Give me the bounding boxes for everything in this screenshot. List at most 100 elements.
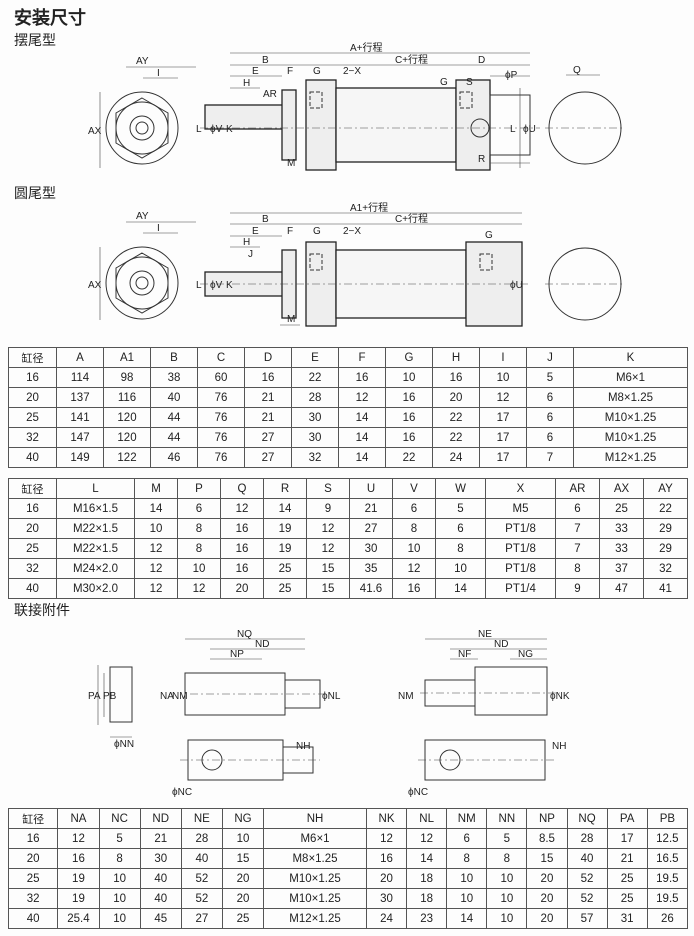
dimension-label: PA xyxy=(88,691,101,702)
table-cell: 16 xyxy=(244,367,292,388)
dimension-label: 2−X xyxy=(343,66,361,77)
table-cell: 10 xyxy=(134,518,178,539)
table-cell: 40 xyxy=(7,908,59,929)
table-cell: 10 xyxy=(177,558,221,579)
table-cell: M10×1.25 xyxy=(573,427,688,448)
table-cell: 10 xyxy=(446,868,488,889)
table-cell: 17 xyxy=(479,447,527,468)
dimension-label: H xyxy=(243,237,250,248)
table-cell: 16.5 xyxy=(646,848,689,869)
dimension-label: B xyxy=(262,55,269,66)
dimension-label: ϕV xyxy=(210,124,223,135)
table-cell: 29 xyxy=(643,518,688,539)
table-cell: 22 xyxy=(385,447,433,468)
dimension-label: AY xyxy=(136,211,149,222)
table-cell: 5 xyxy=(526,367,574,388)
table-cell: M24×2.0 xyxy=(56,558,135,579)
side-view: A1+行程 B C+行程 E F G 2−X G H J L ϕV K M ϕU xyxy=(196,201,530,327)
dimension-label: NA xyxy=(160,691,174,702)
dimension-label: S xyxy=(466,77,473,88)
column-header: S xyxy=(306,478,350,499)
table-cell: 20 xyxy=(221,888,265,909)
round-type-drawing: AYI AX A1+行程 B C+行程 E F G 2−X G H J L ϕV xyxy=(88,201,625,327)
table-cell: 25 xyxy=(8,407,57,428)
table-cell: PT1/8 xyxy=(485,538,556,559)
table-cell: 10 xyxy=(98,868,141,889)
table-cell: 12 xyxy=(177,578,221,599)
table-cell: 12 xyxy=(392,558,436,579)
dimension-label: L xyxy=(196,280,202,291)
table-cell: 12 xyxy=(134,578,178,599)
dimension-label: F xyxy=(287,66,293,77)
table-cell: 46 xyxy=(150,447,198,468)
dimension-label: R xyxy=(478,154,485,165)
table-cell: 35 xyxy=(349,558,393,579)
table-cell: 25 xyxy=(606,868,648,889)
table-cell: 16 xyxy=(392,578,436,599)
dimension-label: F xyxy=(287,226,293,237)
table-cell: 10 xyxy=(486,868,528,889)
table-cell: 8 xyxy=(435,538,486,559)
table-cell: 10 xyxy=(435,558,486,579)
table-cell: 147 xyxy=(56,427,104,448)
column-header: C xyxy=(197,347,245,368)
table-cell: 19 xyxy=(57,868,100,889)
column-header: NM xyxy=(446,808,488,829)
dimension-label: NG xyxy=(518,649,533,660)
column-header: E xyxy=(291,347,339,368)
table-cell: 19 xyxy=(263,518,307,539)
dimension-label: B xyxy=(262,214,269,225)
table-cell: M10×1.25 xyxy=(263,888,367,909)
rear-view: Q xyxy=(545,65,625,165)
dimension-label: ϕNL xyxy=(322,691,341,702)
table-cell: M22×1.5 xyxy=(56,538,135,559)
column-header: NH xyxy=(263,808,367,829)
table-cell: 17 xyxy=(606,828,648,849)
table-cell: 25 xyxy=(599,498,644,519)
table-cell: 8 xyxy=(177,518,221,539)
dimension-label: G xyxy=(440,77,448,88)
table-cell: 12.5 xyxy=(646,828,689,849)
dimension-label: AY xyxy=(136,56,149,67)
table-cell: 20 xyxy=(526,888,568,909)
table-cell: 40 xyxy=(150,387,198,408)
dimension-label: C+行程 xyxy=(395,53,428,66)
table-cell: 14 xyxy=(338,447,386,468)
dimension-label: L xyxy=(510,124,516,135)
table-cell: 16 xyxy=(8,498,57,519)
table-cell: 21 xyxy=(139,828,182,849)
column-header: Q xyxy=(220,478,264,499)
table-cell: 122 xyxy=(103,447,151,468)
table-cell: 12 xyxy=(338,387,386,408)
column-header: X xyxy=(485,478,556,499)
table-cell: 21 xyxy=(244,407,292,428)
table-cell: 12 xyxy=(134,538,178,559)
table-cell: 21 xyxy=(349,498,393,519)
table-cell: 38 xyxy=(150,367,198,388)
table-cell: 57 xyxy=(566,908,608,929)
table-cell: 12 xyxy=(306,538,350,559)
section-accessories: 联接附件 xyxy=(14,603,70,619)
dimension-label: A1+行程 xyxy=(350,201,388,214)
table-cell: 6 xyxy=(177,498,221,519)
table-cell: 52 xyxy=(566,868,608,889)
table-cell: 22 xyxy=(291,367,339,388)
table-cell: 8 xyxy=(446,848,488,869)
table-cell: 9 xyxy=(306,498,350,519)
table-cell: 21 xyxy=(606,848,648,869)
table-cell: 23 xyxy=(406,908,448,929)
table-cell: 76 xyxy=(197,447,245,468)
table-cell: 22 xyxy=(643,498,688,519)
dimension-label: D xyxy=(478,55,485,66)
table-cell: 30 xyxy=(291,427,339,448)
dimension-label: J xyxy=(248,249,253,260)
dimension-label: NH xyxy=(296,741,310,752)
table-cell: 10 xyxy=(385,367,433,388)
